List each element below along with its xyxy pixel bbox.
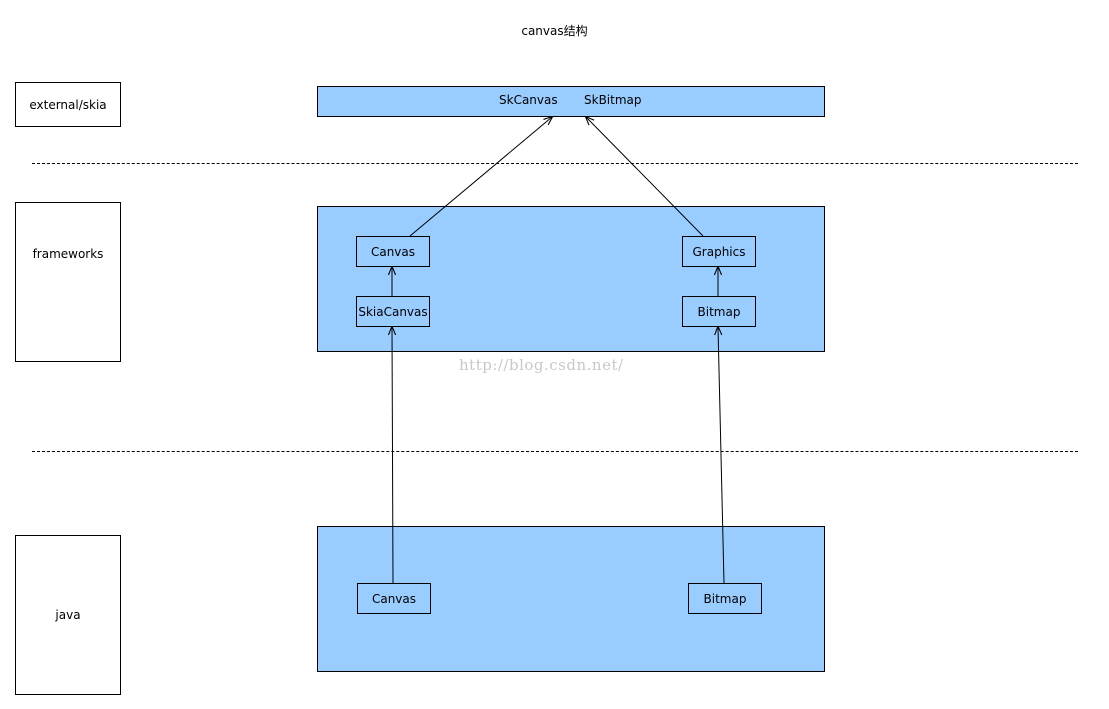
frameworks-layer-box [317,206,825,352]
skia-layer-box [317,86,825,117]
watermark-text: http://blog.csdn.net/ [459,356,624,374]
skbitmap-label: SkBitmap [584,93,642,107]
skcanvas-label: SkCanvas [499,93,558,107]
frameworks-graphics-node: Graphics [682,236,756,267]
layer-label-frameworks: frameworks [15,202,121,362]
frameworks-canvas-node: Canvas [356,236,430,267]
frameworks-skiacanvas-node: SkiaCanvas [356,296,430,327]
diagram-title: canvas结构 [521,24,588,38]
separator-line-bottom [32,451,1078,452]
frameworks-bitmap-node: Bitmap [682,296,756,327]
java-bitmap-node: Bitmap [688,583,762,614]
java-canvas-node: Canvas [357,583,431,614]
layer-label-java: java [15,535,121,695]
layer-label-external: external/skia [15,82,121,127]
separator-line-top [32,163,1078,164]
